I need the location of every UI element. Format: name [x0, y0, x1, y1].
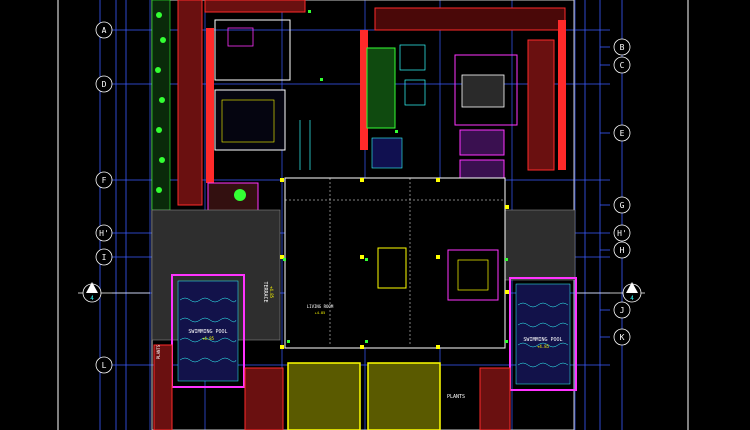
living-room-label: LIVING ROOM	[307, 304, 334, 309]
dining-table	[377, 247, 407, 289]
green-lawn-top	[366, 47, 396, 129]
grid-bubble-right-g: G	[613, 196, 631, 214]
grid-label-left-f: F	[102, 176, 107, 185]
red-wall-center	[360, 30, 368, 150]
grid-label-right-h-prime: H'	[617, 229, 627, 238]
green-tree-center	[234, 189, 246, 201]
grid-bubble-right-b: B	[613, 38, 631, 56]
pool-right-water	[515, 283, 571, 385]
section-marker-left: 4	[78, 282, 150, 303]
water-feature-c	[459, 129, 505, 156]
grid-label-right-b: B	[620, 43, 625, 52]
pool-right-level: +4.85	[537, 344, 550, 349]
plants-label-left: PLANTS	[156, 344, 161, 359]
grid-label-right-h: H	[620, 246, 625, 255]
red-wall-left	[206, 28, 214, 183]
pool-left-frame	[171, 274, 245, 388]
terrace-level: +4.85	[269, 286, 274, 299]
upper-left-room	[214, 89, 286, 151]
upper-left-room-inner	[221, 99, 275, 143]
east-terrace-floor	[504, 209, 576, 281]
yellow-deck-right	[367, 362, 441, 430]
pool-right-waves	[517, 302, 569, 368]
pool-left-label: SWIMMING POOL	[188, 329, 227, 335]
grid-label-right-e: E	[620, 129, 625, 138]
living-room-level: +4.85	[315, 311, 326, 315]
grid-label-right-k: K	[620, 333, 625, 342]
top-left-bath	[214, 19, 291, 81]
grid-label-right-c: C	[620, 61, 625, 70]
grid-bubble-right-c: C	[613, 56, 631, 74]
grid-bubble-left-d: D	[95, 75, 113, 93]
pool-right-frame	[509, 277, 577, 391]
water-feature-a	[371, 137, 403, 169]
grid-bubble-right-k: K	[613, 328, 631, 346]
grid-bubble-left-i: I	[95, 248, 113, 266]
red-strip-right-top	[527, 39, 555, 171]
red-strip-bottom-left	[244, 367, 284, 430]
bedroom-master	[454, 54, 518, 126]
terrace-label: TERRACE	[262, 281, 268, 302]
grid-label-right-j: J	[620, 306, 625, 315]
red-strip-bottom-far-left	[153, 344, 173, 430]
pool-left-waves	[179, 297, 237, 363]
living-area	[284, 177, 506, 349]
section-marker-right-label: 4	[630, 295, 634, 302]
plants-label-right: PLANTS	[447, 394, 465, 400]
grid-bubble-right-e: E	[613, 124, 631, 142]
grid-bubble-left-a: A	[95, 21, 113, 39]
grid-bubble-right-j: J	[613, 301, 631, 319]
grid-label-left-h-prime: H'	[99, 229, 109, 238]
bedroom-bed	[461, 74, 505, 108]
left-planter-strip	[151, 0, 171, 211]
circulation-lines	[285, 178, 505, 345]
top-left-bath-fixture	[227, 27, 254, 47]
grid-bubble-left-l: L	[95, 356, 113, 374]
red-strip-top-left	[204, 0, 306, 13]
grid-bubble-right-h-prime: H'	[613, 224, 631, 242]
sofa-group	[447, 249, 499, 301]
grid-bubble-left-f: F	[95, 171, 113, 189]
section-marker-left-label: 4	[90, 295, 94, 302]
red-strip-left-top	[177, 0, 203, 206]
red-strip-top	[374, 7, 566, 31]
grid-label-right-g: G	[620, 201, 625, 210]
yellow-deck-left	[287, 362, 361, 430]
pool-right-label: SWIMMING POOL	[523, 337, 562, 343]
section-marker-right: 4	[575, 282, 645, 303]
red-strip-bottom-right	[479, 367, 511, 430]
structural-columns	[280, 178, 509, 349]
cyan-accents	[299, 44, 426, 170]
grid-label-left-l: L	[102, 361, 107, 370]
pool-left-level: +4.85	[202, 336, 215, 341]
pool-left-water	[177, 280, 239, 382]
grid-bubble-right-h: H	[613, 241, 631, 259]
sofa-inner	[457, 259, 489, 291]
grid-label-left-d: D	[102, 80, 107, 89]
grid-label-left-i: I	[102, 253, 107, 262]
red-wall-right	[558, 20, 566, 170]
drawing-frame	[57, 0, 689, 430]
grid-bubble-left-h-prime: H'	[95, 224, 113, 242]
green-markers	[283, 10, 508, 343]
grid-label-left-a: A	[102, 26, 107, 35]
